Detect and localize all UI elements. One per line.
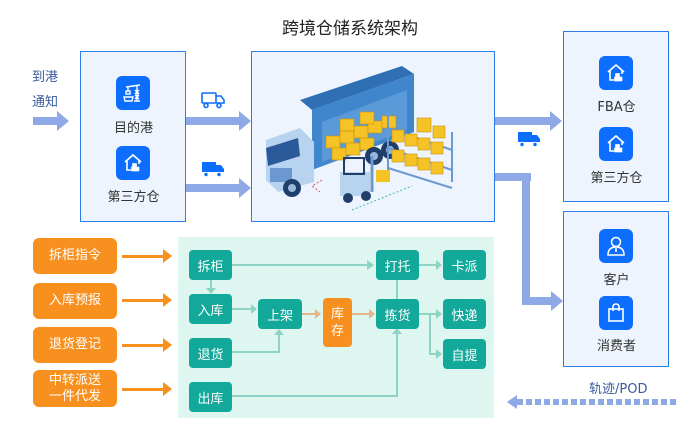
inventory-to-picking-arrow-head bbox=[369, 309, 375, 319]
warehouse-to-customer-arrow-v bbox=[522, 173, 530, 305]
node-shelving[interactable]: 上架 bbox=[258, 299, 302, 329]
unpack-to-palletize-line bbox=[232, 264, 368, 266]
center-illustration-panel bbox=[251, 51, 495, 222]
inbound-arrow bbox=[33, 117, 58, 125]
3pl-to-warehouse-arrow-head bbox=[239, 178, 251, 198]
inbound-to-shelving-arrow-head bbox=[251, 304, 257, 314]
palletize-to-picking-line bbox=[396, 280, 398, 300]
node-returns[interactable]: 退货 bbox=[189, 338, 232, 368]
inbound-notice-line2: 通知 bbox=[32, 95, 59, 110]
warehouse-to-destination-arrow-head bbox=[550, 111, 562, 131]
picking-to-express-arrow-head bbox=[436, 309, 442, 319]
shopping-bag-icon bbox=[599, 296, 633, 330]
shelving-to-inventory-line bbox=[302, 313, 316, 315]
node-inventory[interactable]: 库 存 bbox=[323, 298, 352, 347]
node-truck-delivery[interactable]: 卡派 bbox=[443, 250, 486, 280]
origin-3pl-label: 第三方仓 bbox=[107, 190, 160, 205]
inventory-to-picking-line bbox=[352, 313, 370, 315]
warehouse-icon bbox=[116, 146, 150, 180]
return-registration-button[interactable]: 退货登记 bbox=[33, 327, 117, 363]
returns-to-shelving-arrow-head bbox=[274, 329, 284, 335]
destination-3pl-label: 第三方仓 bbox=[590, 171, 643, 186]
consumer-label: 消费者 bbox=[596, 339, 636, 354]
warehouse-to-destination-arrow bbox=[495, 117, 551, 125]
inbound-forecast-arrow bbox=[122, 299, 164, 302]
transfer-dropship-arrow bbox=[122, 388, 164, 391]
returns-to-shelving-line-v bbox=[278, 335, 280, 353]
tracking-arrow-head bbox=[507, 395, 517, 409]
node-inbound[interactable]: 入库 bbox=[189, 294, 232, 324]
warehouse-to-customer-arrow-head bbox=[551, 291, 563, 311]
node-express[interactable]: 快递 bbox=[443, 299, 486, 329]
warehouse-icon bbox=[599, 56, 633, 90]
tracking-pod-label: 轨迹/POD bbox=[589, 382, 648, 397]
truck-outline-icon bbox=[201, 91, 225, 113]
port-crane-icon bbox=[116, 76, 150, 110]
unpack-instruction-arrow bbox=[122, 255, 164, 258]
warehouse-to-customer-arrow-h2 bbox=[522, 297, 552, 305]
outbound-to-picking-arrow-head bbox=[392, 328, 402, 334]
customer-label: 客户 bbox=[603, 273, 630, 288]
inbound-forecast-arrow-head bbox=[163, 293, 172, 307]
node-unpack[interactable]: 拆柜 bbox=[189, 250, 232, 280]
outbound-to-picking-line-h bbox=[232, 395, 398, 397]
port-to-warehouse-arrow-head bbox=[239, 111, 251, 131]
unpack-to-inbound-arrow-head bbox=[206, 288, 216, 294]
customer-panel: 客户 消费者 bbox=[563, 211, 669, 367]
truck-solid-icon bbox=[201, 160, 225, 182]
destination-panel: FBA仓 第三方仓 bbox=[563, 31, 669, 202]
transfer-dropship-button[interactable]: 中转派送 一件代发 bbox=[33, 370, 117, 407]
unpack-to-palletize-arrow-head bbox=[367, 260, 374, 270]
picking-to-pickup-arrow-head bbox=[436, 349, 442, 359]
palletize-to-truck-arrow-head bbox=[436, 260, 442, 270]
outbound-to-picking-line-v bbox=[396, 334, 398, 397]
inbound-notice-line1: 到港 bbox=[32, 70, 59, 85]
inbound-arrow-head bbox=[57, 111, 69, 131]
destination-fba-label: FBA仓 bbox=[597, 100, 636, 115]
3pl-to-warehouse-arrow bbox=[186, 184, 240, 192]
node-self-pickup[interactable]: 自提 bbox=[443, 339, 486, 369]
user-icon bbox=[599, 229, 633, 263]
picking-to-pickup-line-v bbox=[429, 313, 431, 355]
node-picking[interactable]: 拣货 bbox=[376, 299, 419, 329]
warehouse-to-customer-arrow-h1 bbox=[495, 173, 531, 181]
returns-to-shelving-line-h bbox=[232, 351, 280, 353]
node-outbound[interactable]: 出库 bbox=[189, 382, 232, 412]
picking-to-pickup-line-h bbox=[429, 353, 437, 355]
unpack-instruction-button[interactable]: 拆柜指令 bbox=[33, 238, 117, 274]
return-registration-arrow bbox=[122, 344, 164, 347]
tracking-dashed-arrow bbox=[517, 399, 678, 405]
picking-to-express-line bbox=[419, 313, 437, 315]
warehouse-icon bbox=[599, 127, 633, 161]
port-to-warehouse-arrow bbox=[186, 117, 240, 125]
return-registration-arrow-head bbox=[163, 338, 172, 352]
truck-warehouse-illustration bbox=[266, 66, 453, 211]
inbound-forecast-button[interactable]: 入库预报 bbox=[33, 283, 117, 319]
diagram-title: 跨境仓储系统架构 bbox=[282, 19, 418, 39]
shelving-to-inventory-arrow-head bbox=[315, 309, 321, 319]
truck-solid-icon bbox=[517, 130, 541, 152]
node-palletize[interactable]: 打托 bbox=[376, 250, 419, 280]
origin-panel: 目的港 第三方仓 bbox=[80, 51, 186, 222]
unpack-instruction-arrow-head bbox=[163, 249, 172, 263]
inbound-to-shelving-line bbox=[232, 308, 252, 310]
palletize-to-truck-line bbox=[419, 264, 437, 266]
unpack-to-inbound-line bbox=[210, 280, 212, 290]
transfer-dropship-arrow-head bbox=[163, 382, 172, 396]
origin-port-label: 目的港 bbox=[113, 121, 153, 136]
